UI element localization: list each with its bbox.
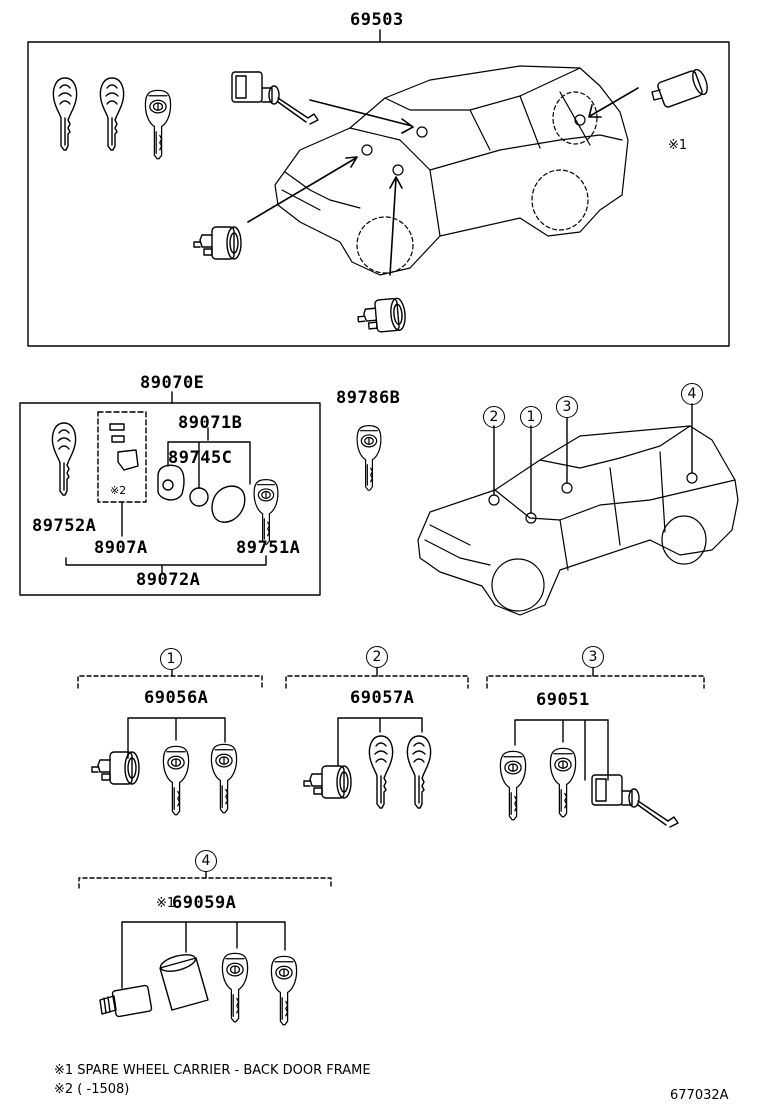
part-label-69056a[interactable]: 69056A — [144, 688, 209, 708]
part-label-69057a[interactable]: 69057A — [350, 688, 415, 708]
group-callout-3: 3 — [582, 646, 604, 668]
remote-key-icon — [162, 745, 190, 816]
remote-key-icon — [499, 750, 527, 821]
key-icon — [52, 77, 78, 151]
key-set-frame — [19, 402, 321, 596]
arrow-icon — [247, 87, 639, 276]
group-callout-1: 1 — [160, 648, 182, 670]
top-group-frame — [27, 41, 730, 347]
lock-cylinder-icon — [99, 984, 153, 1018]
note-ref-marker: ※2 — [110, 484, 127, 497]
lock-cylinder-icon — [651, 68, 708, 108]
remote-key-icon — [270, 955, 298, 1026]
footnote-1: ※1 SPARE WHEEL CARRIER - BACK DOOR FRAME — [54, 1063, 371, 1078]
door-lock-icon — [231, 71, 319, 125]
remote-key-icon — [157, 464, 185, 501]
footnote-2: ※2 ( -1508) — [54, 1082, 130, 1097]
part-label-8907a[interactable]: 8907A — [94, 538, 148, 558]
callout-4: 4 — [681, 383, 703, 405]
diagram-code: 677032A — [670, 1088, 729, 1103]
lock-cylinder-icon — [303, 765, 352, 799]
lock-cylinder-icon — [193, 226, 242, 260]
part-label-89072a[interactable]: 89072A — [136, 570, 201, 590]
part-label-69059a[interactable]: 69059A — [172, 893, 237, 913]
lock-cylinder-icon — [91, 751, 140, 785]
part-label-89786b[interactable]: 89786B — [336, 388, 401, 408]
group-callout-2: 2 — [366, 646, 388, 668]
group-callout-4: 4 — [195, 850, 217, 872]
note-ref-marker: ※1 — [156, 896, 176, 911]
key-icon — [406, 735, 432, 809]
callout-3: 3 — [556, 396, 578, 418]
part-label-89752a[interactable]: 89752A — [32, 516, 97, 536]
part-label-89745c[interactable]: 89745C — [168, 448, 233, 468]
part-label-89071b[interactable]: 89071B — [178, 413, 243, 433]
callout-1: 1 — [520, 406, 542, 428]
remote-key-icon — [253, 479, 279, 545]
lock-cylinder-icon — [356, 297, 408, 335]
note-ref-marker: ※1 — [668, 138, 688, 153]
callout-2: 2 — [483, 406, 505, 428]
lock-cylinder-icon — [159, 954, 209, 1011]
part-label-89751a[interactable]: 89751A — [236, 538, 301, 558]
door-lock-icon — [591, 774, 679, 828]
vehicle-outline-icon — [417, 425, 739, 616]
vehicle-outline-icon — [274, 65, 629, 276]
key-icon — [51, 422, 77, 496]
part-label-89070e[interactable]: 89070E — [140, 373, 205, 393]
part-label-69503[interactable]: 69503 — [350, 10, 404, 30]
battery-icon — [189, 487, 209, 507]
key-icon — [99, 77, 125, 151]
remote-key-icon — [210, 743, 238, 814]
remote-key-icon — [549, 747, 577, 818]
remote-key-icon — [356, 425, 382, 491]
remote-key-icon — [144, 89, 172, 160]
remote-key-icon — [221, 952, 249, 1023]
key-icon — [368, 735, 394, 809]
part-label-69051[interactable]: 69051 — [536, 690, 590, 710]
